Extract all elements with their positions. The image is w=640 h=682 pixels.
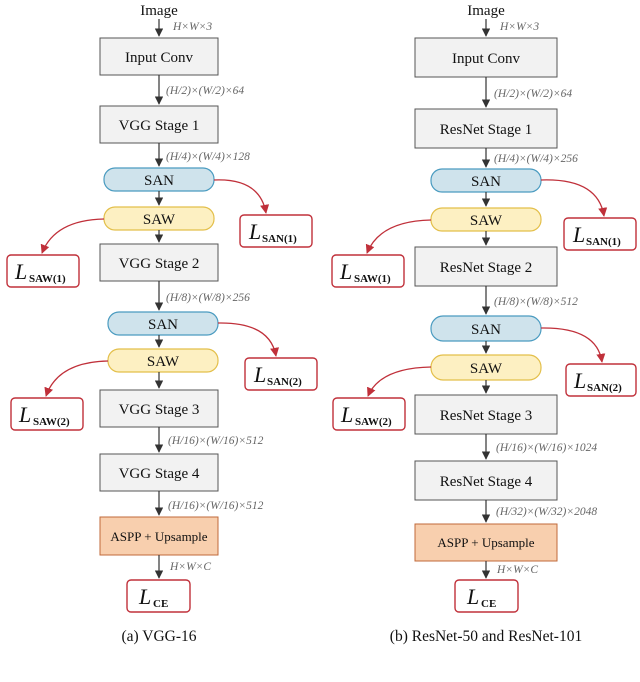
dim-5-b: (H/32)×(W/32)×2048: [496, 506, 597, 518]
dim-1-b: (H/2)×(W/2)×64: [494, 88, 572, 100]
stage1-box: [99, 105, 219, 144]
stage3-label: VGG Stage 3: [119, 402, 200, 418]
panel-a: Image H×W×3 Input Conv (H/2)×(W/2)×64 VG…: [6, 3, 318, 645]
stage4-box: [99, 453, 219, 492]
san1-label-b: SAN: [471, 174, 501, 190]
arrow-san1-loss-b: [540, 179, 608, 217]
loss-ce-box-b: [454, 579, 519, 613]
aspp-label-b: ASPP + Upsample: [437, 535, 534, 550]
dim-2: (H/4)×(W/4)×128: [166, 151, 250, 163]
loss-saw1-box-b: [331, 254, 405, 288]
aspp-box: [99, 516, 219, 556]
loss-saw2-subscript: SAW(2): [33, 416, 70, 428]
saw2-label: SAW: [147, 354, 180, 370]
loss-san2-subscript: SAN(2): [267, 376, 302, 388]
san1-label: SAN: [144, 173, 174, 189]
arrow-saw1-loss-b: [365, 219, 432, 254]
dim-2-b: (H/4)×(W/4)×256: [494, 153, 578, 165]
loss-saw1-symbol: L: [14, 259, 27, 284]
dim-4-b: (H/16)×(W/16)×1024: [496, 442, 597, 454]
loss-san1-subscript-b: SAN(1): [586, 236, 621, 248]
dim-4: (H/16)×(W/16)×512: [168, 435, 264, 447]
san2-label: SAN: [148, 317, 178, 333]
loss-san1-subscript: SAN(1): [262, 233, 297, 245]
dim-input-b: H×W×3: [499, 21, 539, 33]
aspp-label: ASPP + Upsample: [110, 529, 207, 544]
arrow-san2-loss: [217, 322, 280, 357]
loss-san2-box: [244, 357, 318, 391]
input-image-label: Image: [140, 3, 178, 19]
stage2-label-b: ResNet Stage 2: [440, 260, 532, 276]
loss-san2-box-b: [565, 363, 637, 397]
dim-5: (H/16)×(W/16)×512: [168, 500, 264, 512]
dim-1: (H/2)×(W/2)×64: [166, 85, 244, 97]
loss-saw2-symbol: L: [18, 402, 31, 427]
loss-san1-box-b: [563, 217, 637, 251]
loss-san1-box: [239, 214, 313, 248]
loss-san1-symbol: L: [248, 219, 261, 244]
stage1-label-b: ResNet Stage 1: [440, 122, 532, 138]
loss-saw1-box: [6, 254, 80, 288]
loss-saw2-symbol-b: L: [340, 402, 353, 427]
stage3-box: [99, 389, 219, 428]
loss-ce-subscript-b: CE: [481, 598, 496, 610]
stage2-box-b: [414, 246, 558, 287]
loss-saw1-subscript: SAW(1): [29, 273, 66, 285]
stage3-label-b: ResNet Stage 3: [440, 408, 532, 424]
stage4-box-b: [414, 460, 558, 501]
loss-saw1-subscript-b: SAW(1): [354, 273, 391, 285]
loss-san2-subscript-b: SAN(2): [587, 382, 622, 394]
dim-6: H×W×C: [169, 561, 211, 573]
loss-saw2-subscript-b: SAW(2): [355, 416, 392, 428]
loss-saw2-box-b: [332, 397, 406, 431]
input-conv-label-b: Input Conv: [452, 51, 520, 67]
loss-saw1-symbol-b: L: [339, 259, 352, 284]
arrow-san2-loss-b: [540, 327, 606, 363]
dim-3: (H/8)×(W/8)×256: [166, 292, 250, 304]
stage1-label: VGG Stage 1: [119, 118, 200, 134]
stage4-label: VGG Stage 4: [119, 466, 200, 482]
stage2-box: [99, 243, 219, 282]
input-image-label-b: Image: [467, 3, 505, 19]
arrow-saw2-loss: [44, 360, 109, 397]
saw1-label: SAW: [143, 212, 176, 228]
arrow-saw1-loss: [40, 218, 105, 254]
input-conv-box-b: [414, 37, 558, 78]
saw2-label-b: SAW: [470, 361, 503, 377]
saw2-box: [107, 348, 219, 373]
saw1-label-b: SAW: [470, 213, 503, 229]
loss-ce-symbol-b: L: [466, 584, 479, 609]
loss-ce-box: [126, 579, 191, 613]
san2-label-b: SAN: [471, 322, 501, 338]
loss-saw2-box: [10, 397, 84, 431]
san2-box: [107, 311, 219, 336]
dim-input: H×W×3: [172, 21, 212, 33]
dim-3-b: (H/8)×(W/8)×512: [494, 296, 578, 308]
caption-b: (b) ResNet-50 and ResNet-101: [390, 628, 582, 645]
stage3-box-b: [414, 394, 558, 435]
loss-san2-symbol-b: L: [573, 368, 586, 393]
stage4-label-b: ResNet Stage 4: [440, 474, 533, 490]
arrow-san1-loss: [213, 179, 270, 214]
dim-6-b: H×W×C: [496, 564, 538, 576]
loss-san2-symbol: L: [253, 362, 266, 387]
loss-ce-symbol: L: [138, 584, 151, 609]
loss-ce-subscript: CE: [153, 598, 168, 610]
panel-b: Image H×W×3 Input Conv (H/2)×(W/2)×64 Re…: [331, 3, 637, 645]
input-conv-label: Input Conv: [125, 50, 193, 66]
loss-san1-symbol-b: L: [572, 222, 585, 247]
caption-a: (a) VGG-16: [121, 628, 196, 645]
arrow-saw2-loss-b: [367, 366, 432, 397]
stage2-label: VGG Stage 2: [119, 256, 200, 272]
